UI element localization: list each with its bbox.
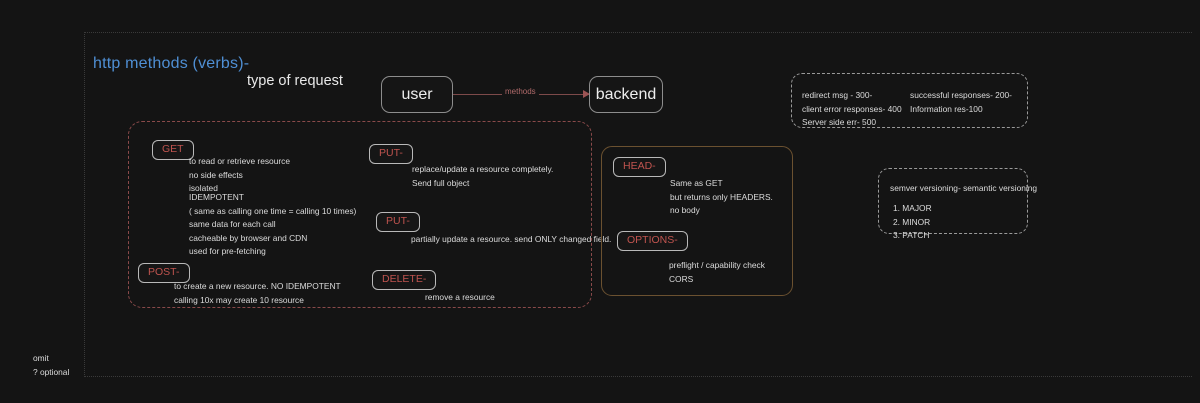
note-head: Same as GET but returns only HEADERS. no… [670,178,773,216]
badge-delete: DELETE- [372,270,437,290]
page-subtitle: type of request [247,73,343,89]
status-codes-left-column: redirect msg - 300- client error respons… [802,90,902,128]
page-title: http methods (verbs)- [93,55,250,72]
node-user: user [381,76,453,113]
flow-arrow-label: methods [502,87,539,96]
semver-title: semver versioning- semantic versioning [890,183,1038,193]
note-patch: partially update a resource. send ONLY c… [411,234,612,244]
badge-get: GET [152,140,194,160]
footer-note: omit ? optional [33,353,70,377]
note-put: replace/update a resource completely. Se… [412,164,554,188]
semver-list: 1. MAJOR 2. MINOR 3. PATCH [893,203,932,241]
note-delete: remove a resource [425,292,495,302]
badge-patch: PUT- [376,212,420,232]
note-get-basics: to read or retrieve resource no side eff… [189,156,291,194]
badge-head: HEAD- [613,157,666,177]
badge-put: PUT- [369,144,413,164]
note-post: to create a new resource. NO IDEMPOTENT … [174,281,341,305]
badge-options: OPTIONS- [617,231,688,251]
note-get-idempotent: IDEMPOTENT ( same as calling one time = … [189,192,357,216]
flow-arrow-head-icon [583,90,590,98]
note-get-caching: same data for each call cacheable by bro… [189,219,308,257]
node-backend: backend [589,76,663,113]
status-codes-right-column: successful responses- 200- Information r… [910,90,1012,114]
note-options: preflight / capability check CORS [669,260,765,284]
badge-post: POST- [138,263,190,283]
